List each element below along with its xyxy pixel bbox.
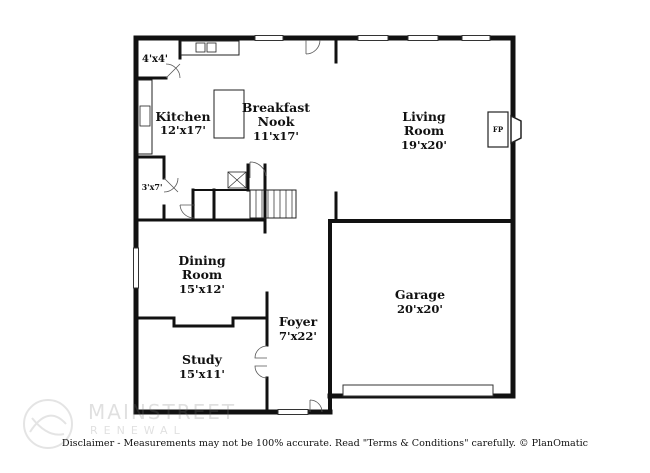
window-top-3 <box>407 35 439 41</box>
fireplace-label: FP <box>493 125 504 134</box>
foyer-name: Foyer <box>279 314 318 329</box>
stairs-outline <box>249 189 297 219</box>
foyer-dim: 7'x22' <box>279 329 317 343</box>
garage-dim: 20'x20' <box>397 302 443 316</box>
breakfast-nook-name-1: Breakfast <box>242 100 310 115</box>
garage-door <box>342 384 494 397</box>
door-closet-3x7 <box>163 177 179 193</box>
kitchen-sink-2 <box>206 42 217 53</box>
fireplace-box <box>487 111 509 148</box>
stair-landing-x <box>227 171 247 189</box>
interior-walls <box>134 38 515 414</box>
living-room-name-1: Living <box>402 109 446 124</box>
watermark-brand: MAINSTREET <box>88 400 237 424</box>
kitchen-dim: 12'x17' <box>160 123 206 137</box>
dining-room-name-1: Dining <box>178 253 226 268</box>
wall-dining-study-jog <box>172 316 267 328</box>
door-study-double <box>254 345 268 379</box>
kitchen-name: Kitchen <box>155 109 210 124</box>
watermark-globe-icon <box>23 399 73 449</box>
garage-name: Garage <box>395 287 445 302</box>
window-top-1 <box>254 35 284 41</box>
window-bottom-foyer <box>277 409 309 415</box>
window-top-2 <box>357 35 389 41</box>
kitchen-island <box>213 89 245 139</box>
living-room-dim: 19'x20' <box>401 138 447 152</box>
closet-3x7-dim: 3'x7' <box>142 182 163 192</box>
stair-landing <box>227 171 247 189</box>
stairs <box>227 171 297 219</box>
study-name: Study <box>182 352 223 367</box>
study-dim: 15'x11' <box>179 367 225 381</box>
room-labels: 4'x4' Kitchen 12'x17' Breakfast Nook 11'… <box>142 54 447 381</box>
closet-4x4-dim: 4'x4' <box>142 54 168 65</box>
door-stair-closet <box>249 161 267 178</box>
kitchen-sink-1 <box>195 42 206 53</box>
window-top-4 <box>461 35 491 41</box>
living-room-name-2: Room <box>404 123 444 138</box>
window-left-dining <box>133 247 139 289</box>
watermark-logo: MAINSTREET RENEWAL <box>18 394 258 454</box>
kitchen-fixtures <box>137 40 245 155</box>
dining-room-dim: 15'x12' <box>179 282 225 296</box>
breakfast-nook-dim: 11'x17' <box>253 129 299 143</box>
dining-room-name-2: Room <box>182 267 222 282</box>
breakfast-nook-name-2: Nook <box>258 114 295 129</box>
doors <box>163 39 323 413</box>
door-front <box>309 399 323 413</box>
windows <box>133 35 491 415</box>
kitchen-counter-left <box>137 79 153 155</box>
fireplace-chimney <box>510 114 522 145</box>
door-pantry <box>179 204 195 219</box>
fireplace: FP <box>487 111 522 148</box>
door-closet-4x4 <box>165 63 181 79</box>
kitchen-range <box>139 105 151 127</box>
kitchen-counter-top <box>180 40 240 56</box>
watermark-sub: RENEWAL <box>90 424 186 437</box>
door-rear <box>305 39 321 55</box>
disclaimer-text: Disclaimer - Measurements may not be 100… <box>61 438 589 449</box>
